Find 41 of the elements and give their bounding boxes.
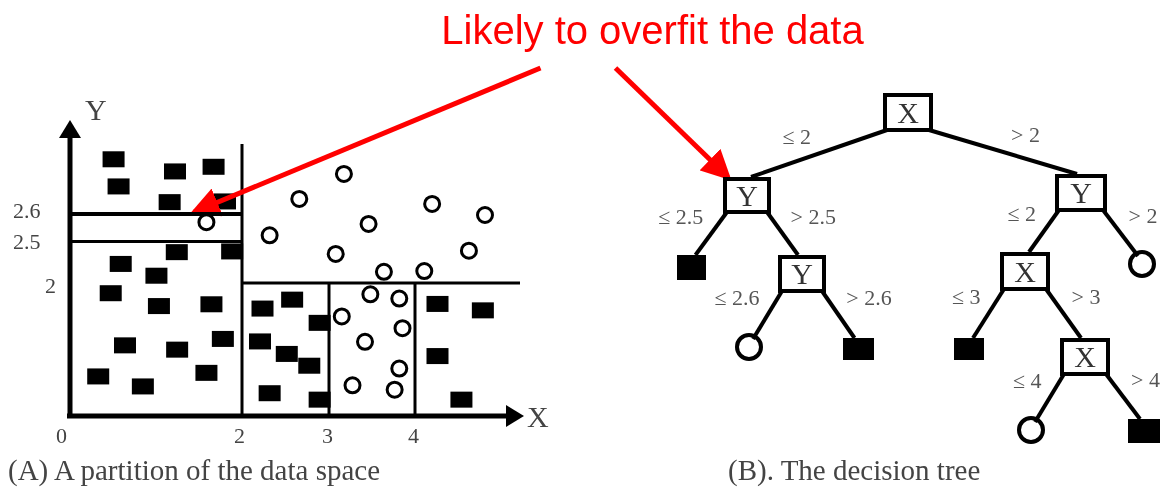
caption: (A) A partition of the data space (8, 456, 381, 485)
decision-node-box: Y (778, 255, 826, 293)
edge-label: ≤ 2.5 (658, 205, 704, 228)
caption: (B). The decision tree (728, 456, 981, 485)
arrow (613, 66, 732, 181)
tick-label: 2 (45, 275, 56, 297)
partition-strip (72, 212, 242, 243)
leaf-circle (1017, 416, 1045, 444)
edge-label: ≤ 2 (1007, 203, 1036, 225)
leaf-square (843, 338, 874, 360)
edge-label: > 2 (1011, 124, 1040, 146)
edge-label: > 4 (1131, 368, 1160, 391)
tree-branch-line (750, 128, 888, 179)
edge-label: ≤ 3 (951, 285, 981, 308)
edge-label: > 2 (1128, 205, 1158, 227)
axis-label: X (527, 402, 549, 432)
edge-label: ≤ 2.6 (714, 287, 760, 309)
tick-label: 2 (234, 425, 245, 447)
edge-label: ≤ 4 (1012, 370, 1042, 392)
leaf-circle (735, 333, 763, 361)
decision-node-box: X (883, 93, 933, 132)
edge-label: > 2.5 (790, 205, 836, 228)
axis-label: Y (85, 95, 107, 125)
tick-label: 0 (56, 425, 67, 447)
leaf-square (677, 255, 706, 280)
leaf-square (954, 338, 984, 360)
tick-label: 4 (408, 425, 419, 447)
decision-node-box: Y (1055, 174, 1107, 212)
edge-label: ≤ 2 (782, 125, 811, 148)
leaf-square (1128, 419, 1160, 443)
leaf-circle (1128, 250, 1156, 278)
decision-node-box: Y (723, 177, 771, 214)
edge-label: > 3 (1071, 285, 1101, 308)
decision-node-box: X (1000, 252, 1050, 291)
edge-label: > 2.6 (846, 286, 892, 309)
tick-label: 2.6 (13, 200, 41, 222)
callout-text: Likely to overfit the data (395, 10, 910, 52)
tree-branch-line (928, 128, 1078, 176)
tick-label: 2.5 (13, 231, 41, 253)
decision-node-box: X (1060, 338, 1110, 376)
tick-label: 3 (322, 425, 333, 447)
